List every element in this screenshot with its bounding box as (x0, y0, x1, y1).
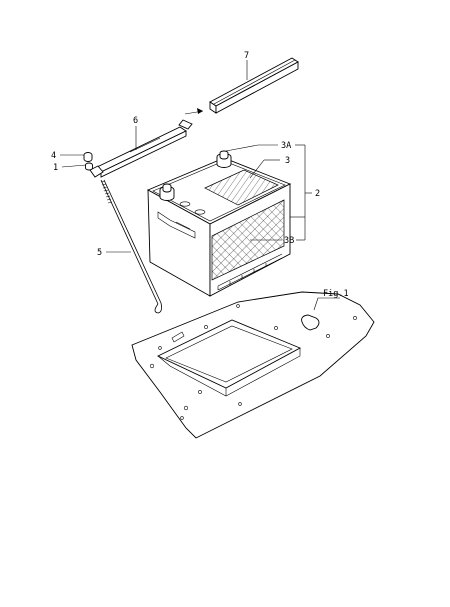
leader-lines (60, 60, 340, 311)
callout-6: 6 (133, 116, 138, 126)
callout-3: 3 (285, 156, 290, 166)
j-bolt-part-5 (100, 179, 162, 314)
battery-tray-plate (131, 291, 375, 439)
nut-part-4 (83, 152, 93, 162)
callout-1: 1 (53, 163, 58, 173)
callout-4: 4 (51, 151, 56, 161)
callout-3A: 3A (281, 141, 291, 151)
callout-5: 5 (97, 248, 102, 258)
hold-down-bar-part-6 (89, 119, 193, 178)
battery-terminal-negative (159, 183, 175, 201)
cover-rail-part-7 (209, 57, 299, 114)
battery-terminal-positive (216, 150, 232, 168)
figure-label: Fig.1 (323, 289, 349, 299)
washer-part-1 (85, 162, 93, 171)
callout-7: 7 (244, 51, 249, 61)
callout-3B: 3B (284, 236, 294, 246)
callout-2: 2 (315, 189, 320, 199)
battery-part-2 (146, 150, 292, 297)
insertion-arrow (184, 108, 204, 115)
